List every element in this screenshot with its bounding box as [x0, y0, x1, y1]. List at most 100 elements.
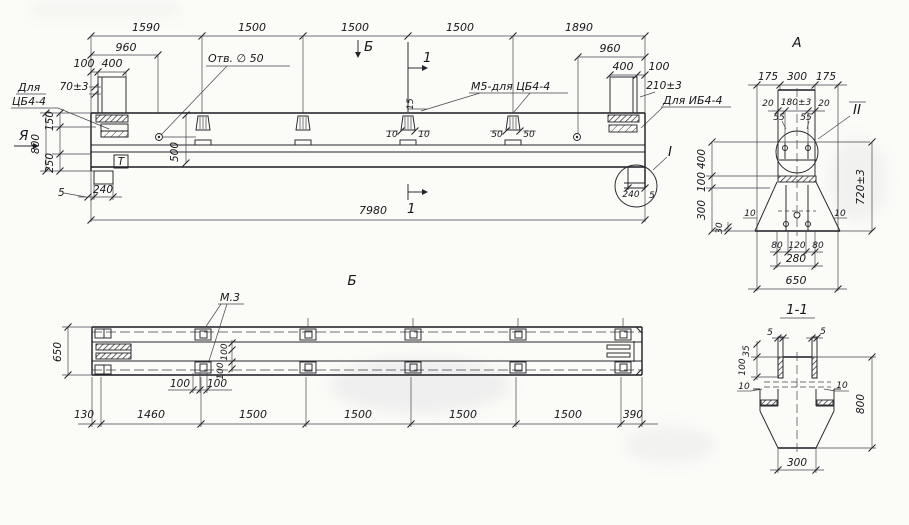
- dim-55b: 55: [800, 113, 812, 123]
- left-note-line2: ЦБ4-4: [12, 95, 46, 108]
- dim-5a: 5: [767, 328, 773, 338]
- dim-400-right: 400: [613, 60, 634, 73]
- dim-5-left: 5: [58, 187, 65, 199]
- section-a-view: А 175 300 175 20 180±3 20 55 55: [696, 35, 877, 294]
- clip-dims: 15 10 10 50 50: [386, 98, 536, 140]
- cut-1-bottom-label: 1: [407, 201, 416, 217]
- right-note: Для ИБ4-4: [640, 94, 731, 129]
- dim-5-right: 5: [649, 191, 655, 201]
- beam-body: [90, 112, 646, 188]
- dim-50a: 50: [491, 130, 503, 140]
- section-a-body: [712, 88, 872, 236]
- view-arrow: Я: [14, 128, 39, 149]
- plan-650: 650: [52, 322, 92, 380]
- m3-label: М.3: [220, 291, 240, 304]
- section-11-left-dims: 35 100: [738, 339, 783, 382]
- plan-100-dims: 100 100 100 100: [168, 338, 237, 395]
- dim-300-a: 300: [696, 200, 708, 220]
- rail-clips: [194, 115, 522, 146]
- dim-800-11: 800: [855, 394, 867, 414]
- clip-1: [194, 115, 212, 146]
- dim-100-left: 100: [74, 57, 95, 70]
- plan-view: Б М.3: [52, 273, 658, 429]
- dim-10b: 10: [418, 130, 430, 140]
- dim-500-group: 500: [169, 110, 191, 168]
- section-a-bolt-dims: 20 180±3 20 55 55: [762, 98, 830, 143]
- dim-30: 30: [715, 222, 725, 234]
- detail-2-label-group: II: [817, 101, 866, 140]
- section-11-title: 1-1: [786, 302, 808, 318]
- left-note: Для ЦБ4-4: [11, 81, 110, 130]
- dim-1500-p3: 1500: [449, 408, 477, 421]
- m5-note: М5-для ЦБ4-4: [420, 80, 568, 113]
- plan-clips: [194, 318, 632, 374]
- dim-1590: 1590: [132, 21, 160, 34]
- holes: [155, 133, 581, 141]
- cut-1-bottom: 1: [407, 184, 428, 217]
- dim-240-left: 240: [93, 184, 113, 196]
- section-a-left-dims: 400 100 300 30: [696, 137, 778, 236]
- dim-300-11: 300: [787, 457, 807, 469]
- dim-650-plan: 650: [52, 342, 64, 362]
- dim-800: 800: [30, 134, 42, 154]
- m3-note: М.3: [204, 291, 244, 362]
- dim-50b: 50: [523, 130, 535, 140]
- dim-720: 720±3: [855, 169, 867, 205]
- dim-55a: 55: [773, 113, 785, 123]
- dim-240-right: 240: [622, 190, 639, 200]
- dim-80b: 80: [812, 241, 824, 251]
- section-11-800: 800: [816, 352, 877, 453]
- plan-title: Б: [347, 273, 356, 289]
- right-note-label: Для ИБ4-4: [662, 94, 722, 107]
- section-11-body: [753, 352, 841, 452]
- plan-outline: [91, 326, 643, 376]
- dim-80a: 80: [771, 241, 783, 251]
- dim-960-right: 960: [600, 42, 621, 55]
- detail-1-label: I: [668, 144, 672, 160]
- dim-1500-1: 1500: [238, 21, 266, 34]
- left-note-line1: Для: [17, 81, 41, 94]
- dim-100-v2: 100: [216, 362, 226, 379]
- dim-10a: 10: [386, 130, 398, 140]
- clip-3: [399, 115, 417, 146]
- cut-1-top-label: 1: [423, 50, 432, 66]
- elevation-left-dims: 150 800 250: [30, 108, 96, 176]
- dim-400-a: 400: [696, 149, 708, 169]
- dim-400-left: 400: [102, 57, 123, 70]
- section-11-prongs: 5 5: [767, 327, 826, 379]
- cut-1-top: 1: [407, 42, 432, 112]
- clip-4: [504, 115, 522, 146]
- plan-left-plate: [95, 343, 132, 360]
- dim-960-left: 960: [116, 41, 137, 54]
- dim-20b: 20: [818, 99, 830, 109]
- detail-2-label: II: [853, 102, 861, 118]
- overall-dim: 7980: [86, 171, 650, 225]
- dim-1890: 1890: [565, 21, 593, 34]
- left-end-block: [95, 76, 129, 138]
- dim-10-right: 10: [834, 209, 846, 219]
- dim-100-a: 100: [696, 172, 708, 192]
- t-mark: Т: [113, 154, 129, 169]
- clip-2: [294, 115, 312, 146]
- dim-210-tol: 210±3: [646, 80, 682, 92]
- cut-b-mark: Б: [355, 39, 373, 58]
- section-11-300: 300: [770, 448, 824, 475]
- dim-175b: 175: [816, 71, 836, 83]
- plan-left-clips: [94, 328, 112, 375]
- left-step: 5 240: [58, 170, 122, 202]
- view-arrow-label: Я: [18, 128, 29, 144]
- dim-250: 250: [44, 153, 56, 173]
- elevation-960-dims: 960 960: [86, 41, 650, 133]
- dim-1500-p2: 1500: [344, 408, 372, 421]
- dim-20a: 20: [762, 99, 774, 109]
- elevation-end-dims: 100 400 400 100: [74, 57, 670, 80]
- section-a-top-dims: 175 300 175: [748, 71, 847, 90]
- dim-300: 300: [787, 71, 807, 83]
- dim-150: 150: [44, 111, 56, 131]
- dim-100-11: 100: [738, 358, 748, 375]
- dim-1500-3: 1500: [446, 21, 474, 34]
- dim-1500-p4: 1500: [554, 408, 582, 421]
- plan-bottom-dims: 130 1460 1500 1500 1500 1500 390: [74, 377, 658, 429]
